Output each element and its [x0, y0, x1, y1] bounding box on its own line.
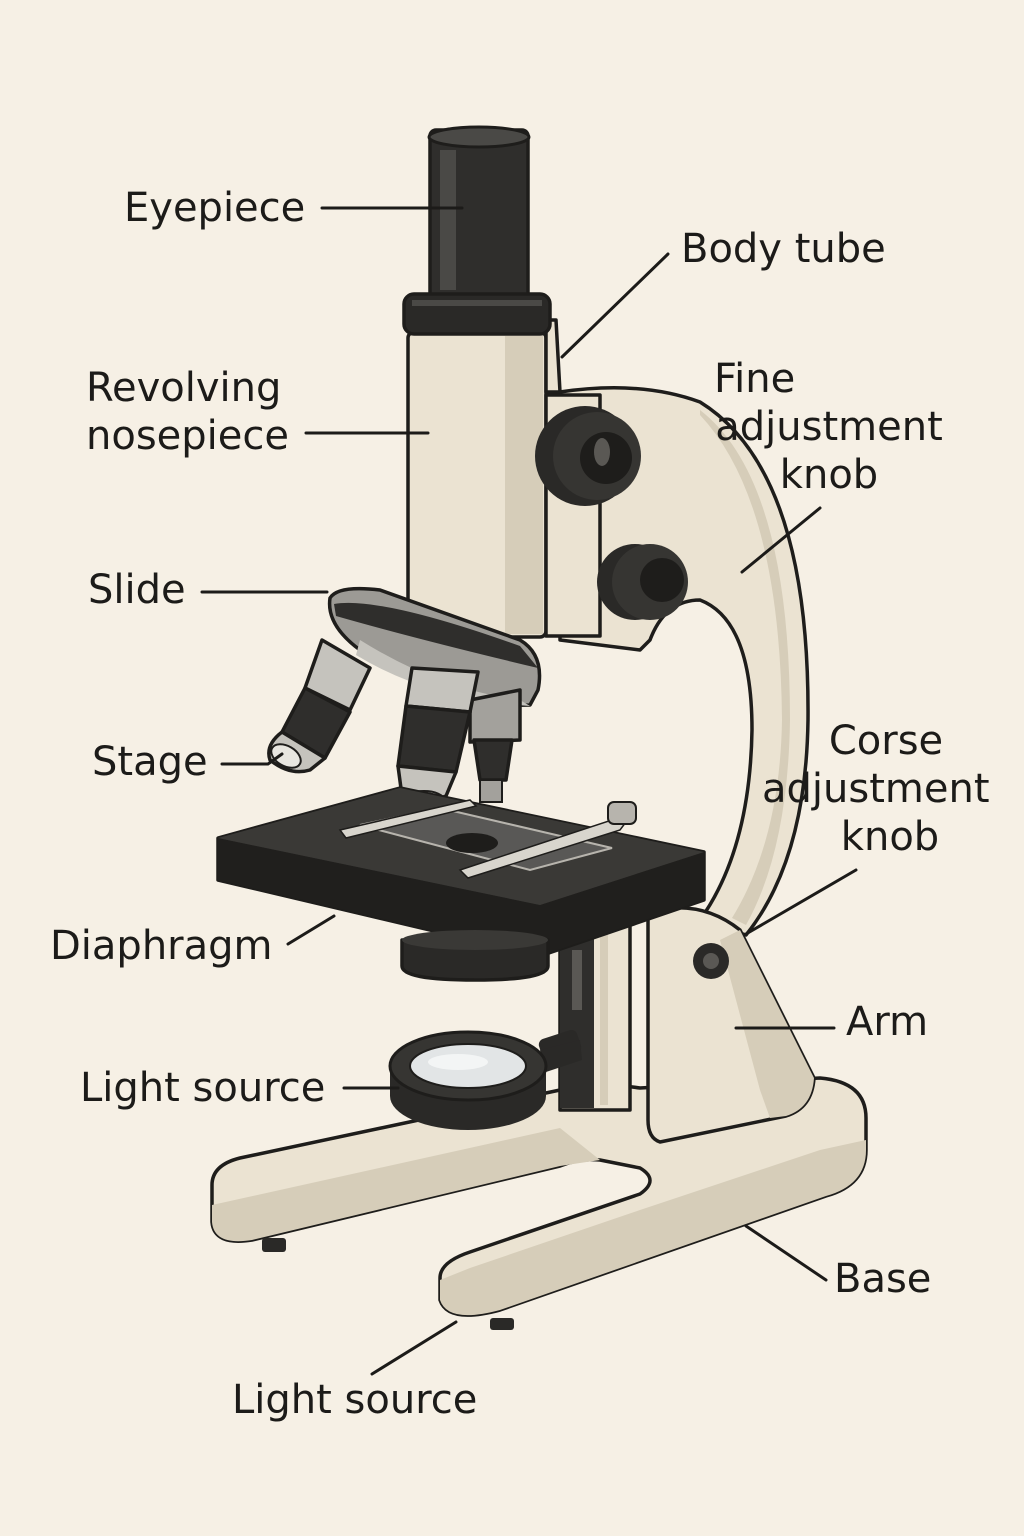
label-fine-adjustment-line1: Fine [714, 356, 796, 402]
label-arm: Arm [846, 999, 929, 1045]
coarse-adjustment-knob [597, 544, 688, 620]
label-eyepiece: Eyepiece [124, 185, 306, 231]
arm [558, 386, 816, 1144]
leader-coarse-adjustment [744, 868, 858, 936]
leader-body-tube [560, 252, 670, 359]
label-revolving-nosepiece-line1: Revolving [86, 365, 282, 411]
label-stage: Stage [92, 739, 208, 785]
label-coarse-adjustment-line1: Corse [828, 718, 944, 764]
label-coarse-adjustment-line2: adjustment [762, 766, 990, 812]
label-fine-adjustment-knob: Fine adjustment knob [712, 355, 946, 499]
fine-adjustment-knob [535, 406, 641, 506]
label-coarse-adjustment-line3: knob [840, 814, 940, 860]
label-coarse-adjustment-knob: Corse adjustment knob [762, 717, 990, 861]
focus-rack [538, 918, 632, 1112]
light-source-lamp [388, 1030, 582, 1130]
label-fine-adjustment-line3: knob [779, 452, 879, 498]
label-body-tube: Body tube [681, 226, 886, 272]
leader-lines [200, 206, 858, 1376]
label-base: Base [834, 1256, 932, 1302]
stage [216, 786, 706, 958]
leader-base [744, 1224, 828, 1282]
label-diaphragm: Diaphragm [50, 923, 273, 969]
base [210, 1076, 868, 1330]
label-light-source-left: Light source [80, 1065, 326, 1111]
leader-stage [220, 752, 284, 766]
label-slide: Slide [88, 567, 186, 613]
leader-diaphragm [286, 914, 336, 946]
label-revolving-nosepiece: Revolving nosepiece [86, 364, 289, 460]
leader-fine-adjustment [740, 506, 822, 574]
diaphragm [400, 930, 550, 982]
leader-light-source-bottom [370, 1320, 458, 1376]
revolving-nosepiece [327, 586, 542, 744]
eyepiece [402, 125, 552, 336]
label-revolving-nosepiece-line2: nosepiece [86, 413, 289, 459]
label-light-source-bottom: Light source [232, 1377, 478, 1423]
label-fine-adjustment-line2: adjustment [715, 404, 943, 450]
